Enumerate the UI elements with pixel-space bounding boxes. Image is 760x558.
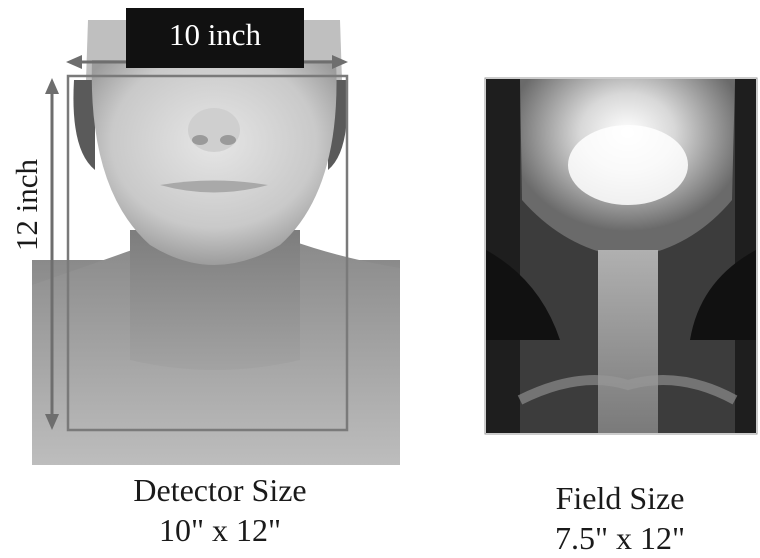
field-caption: Field Size 7.5" x 12" [470,478,760,558]
detector-caption: Detector Size 10" x 12" [60,470,380,550]
field-caption-size: 7.5" x 12" [470,518,760,558]
field-caption-title: Field Size [470,478,760,518]
detector-caption-title: Detector Size [60,470,380,510]
detector-caption-size: 10" x 12" [60,510,380,550]
height-label: 12 inch [7,130,47,280]
phantom-render [32,20,400,465]
field-xray-image [485,78,757,434]
width-label: 10 inch [126,8,304,68]
